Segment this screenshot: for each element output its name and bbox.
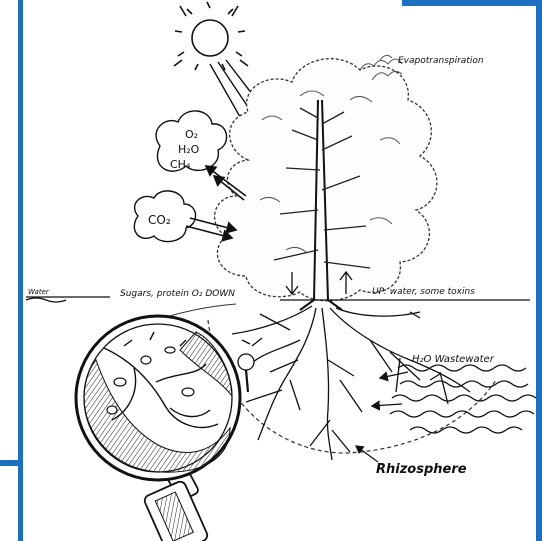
h2o-wastewater-label: H₂O Wastewater	[412, 354, 495, 365]
up-water-label: UP: water, some toxins	[372, 287, 475, 297]
gas-cloud-o2-h2o-ch4: O₂ H₂O CH₄	[156, 111, 227, 171]
h2o-cloud-label: H₂O	[178, 143, 200, 156]
gas-cloud-co2: CO₂	[134, 191, 195, 242]
tree-canopy	[215, 59, 437, 301]
sun-icon	[174, 2, 248, 70]
wastewater-waves	[372, 365, 536, 433]
rhizosphere-label: Rhizosphere	[376, 462, 467, 477]
tree-icon	[215, 59, 437, 310]
rhizosphere-pointer	[356, 446, 378, 462]
magnifying-glass-icon	[76, 316, 240, 541]
sugars-down-label: Sugars, protein O₂ DOWN	[120, 289, 235, 299]
o2-label: O₂	[185, 128, 198, 141]
ground-line	[26, 297, 530, 302]
evapotranspiration-label: Evapotranspiration	[398, 56, 484, 66]
co2-label: CO₂	[148, 213, 171, 227]
water-label: Water	[28, 288, 50, 296]
ch4-label: CH₄	[170, 158, 191, 171]
